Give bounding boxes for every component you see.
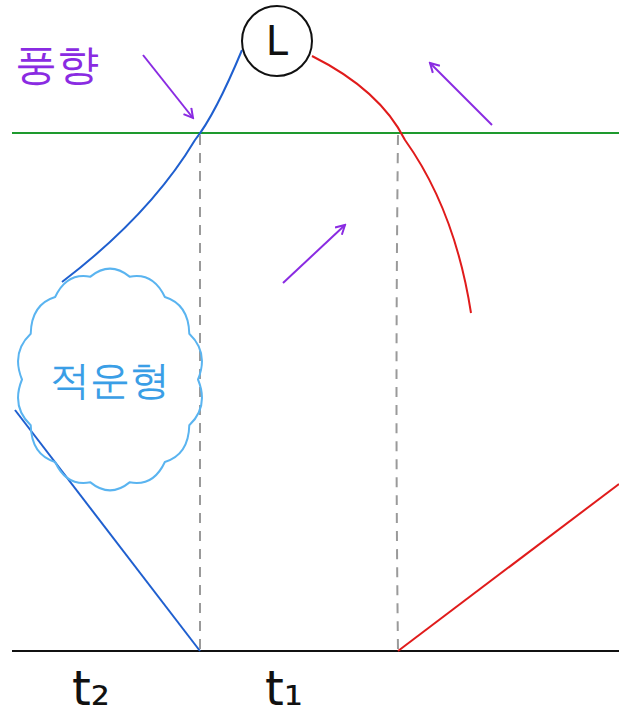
dashed-divider [397,135,399,651]
cloud-outline [18,269,202,491]
time-label: t₂ [72,662,110,715]
low-pressure-circle: L [241,5,313,77]
warm-front-surface [398,484,619,651]
level-line [12,132,619,134]
node-text: L [262,17,292,65]
ground-line [12,650,619,652]
cumulus-cloud: 적운형 [10,262,210,497]
wind-arrow [430,63,492,125]
wind-arrow [143,55,193,118]
wind-arrow [283,225,345,283]
cold-front-surface [15,410,200,651]
time-label: t₁ [265,662,303,715]
wind-direction-label: 풍향 [15,42,99,88]
warm-front-upper [312,56,471,313]
node-text: 적운형 [46,356,174,404]
